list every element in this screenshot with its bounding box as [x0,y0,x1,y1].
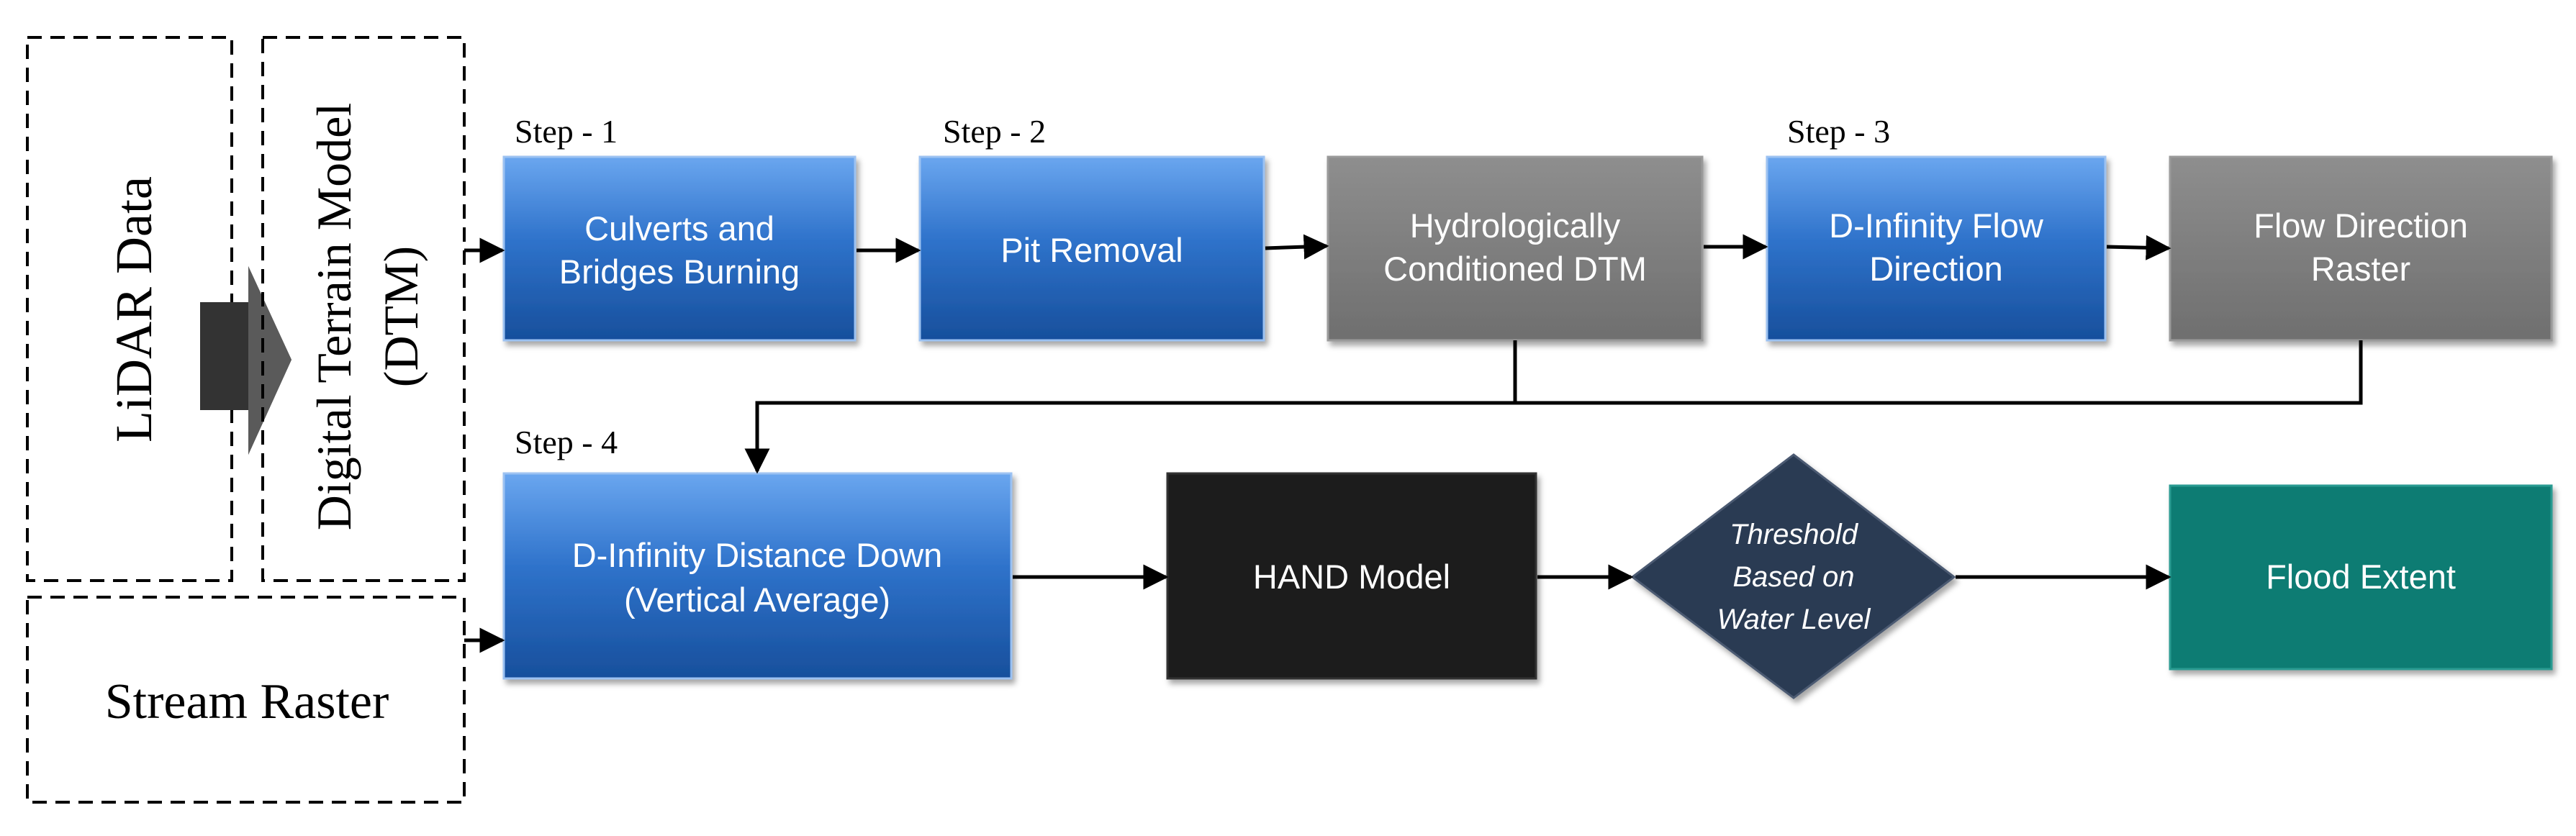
hand-model-box: HAND Model [1166,472,1537,680]
flowdir-label-line1: Flow Direction [2254,206,2468,245]
lidar-data-label: LiDAR Data [105,176,163,442]
lidar-data-box: LiDAR Data [26,36,233,582]
culverts-label-line2: Bridges Burning [559,253,800,291]
dtm-label-line2: (DTM) [374,246,428,387]
stream-raster-box: Stream Raster [26,596,466,804]
hydro-label-line2: Conditioned DTM [1383,250,1647,288]
dinf-dist-label-line1: D-Infinity Distance Down [572,536,943,574]
dtm-box: Digital Terrain Model (DTM) [261,36,466,582]
step-4-label: Step - 4 [515,424,618,460]
flood-extent-label: Flood Extent [2266,558,2456,596]
hydro-label-line1: Hydrologically [1410,206,1621,245]
connector-hydro-flowdir-merge [1513,340,2363,405]
threshold-decision-diamond: Threshold Based on Water Level [1630,453,1956,699]
flowdir-label-line2: Raster [2311,250,2410,288]
dtm-label-line1: Digital Terrain Model [307,103,361,531]
dinf-dist-label-line2: (Vertical Average) [624,581,890,619]
hydrologically-conditioned-dtm-box: Hydrologically Conditioned DTM [1327,155,1704,342]
flood-extent-box: Flood Extent [2169,484,2553,671]
pit-removal-box: Pit Removal [918,155,1265,342]
culverts-label-line1: Culverts and [584,209,774,247]
step-3-label: Step - 3 [1787,113,1890,150]
pit-removal-label: Pit Removal [1000,231,1183,269]
culverts-bridges-burning-box: Culverts and Bridges Burning [502,155,857,342]
dinf-flow-label-line1: D-Infinity Flow [1829,206,2044,245]
stream-raster-label: Stream Raster [105,674,389,730]
step-2-label: Step - 2 [943,113,1046,150]
step-1-label: Step - 1 [515,113,618,150]
threshold-label-line2: Based on [1732,561,1854,593]
threshold-label-line3: Water Level [1717,604,1871,635]
hand-model-label: HAND Model [1253,558,1450,596]
arrow-pit-to-hydro [1265,234,1329,260]
d-infinity-flow-direction-box: D-Infinity Flow Direction [1766,155,2107,342]
flow-direction-raster-box: Flow Direction Raster [2169,155,2553,342]
d-infinity-distance-down-box: D-Infinity Distance Down (Vertical Avera… [502,472,1013,680]
threshold-label-line1: Threshold [1730,519,1859,550]
arrow-merge-to-dinf-distance [744,401,1515,474]
arrow-dinf-flow-to-flowdir [2106,235,2171,260]
dinf-flow-label-line2: Direction [1869,250,2002,288]
lidar-to-dtm-arrow [200,266,292,455]
